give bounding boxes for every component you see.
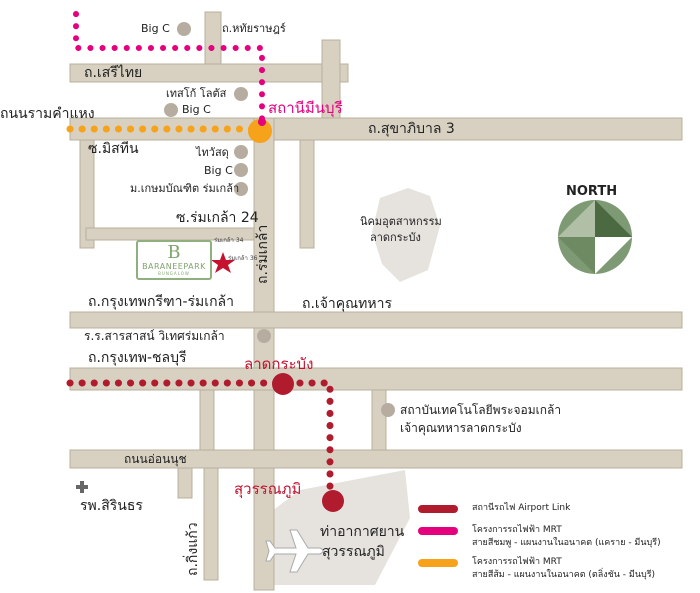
kmitl-dot [381,403,395,417]
thaiwatsadu-dot [234,145,248,159]
road-label-king-kaeo: ถ.กิ่งแก้ว [185,522,201,576]
station-label-min-buri: สถานีมีนบุรี [268,99,343,117]
road-right-vertical [299,139,315,249]
road-label-mistin: ซ.มิสทีน [88,141,139,157]
logo-sub: BUNGALOW [158,271,190,276]
landmark-dots [164,22,395,417]
road-krungthep-chonburi [69,367,683,391]
road-king-kaeo [203,467,219,581]
road-label-romklao-36: ร่มเกล้า 36 [228,255,258,262]
place-airport-1: ท่าอากาศยาน [320,524,405,540]
place-industrial-estate-1: นิคมอุตสาหกรรม [360,215,442,228]
road-krungthep-kreetha [69,311,683,329]
road-label-romklao-34: ร่มเกล้า 34 [214,237,244,244]
north-compass-icon [558,200,632,274]
road-on-nut [69,449,683,469]
road-on-nut-soi [177,467,193,499]
station-label-suvarnabhumi: สุวรรณภูมิ [234,480,302,498]
baraneepark-logo: B BARANEEPARK BUNGALOW [136,240,212,280]
suvarnabhumi-station-marker [322,490,344,512]
place-kmitl-1: สถาบันเทคโนโลยีพระจอมเกล้า [400,403,562,417]
min-buri-station-pink-dot [258,118,266,126]
legend-text-orange-line: โครงการรถไฟฟ้า MRT สายสีส้ม - แผนงานในอน… [472,557,656,580]
tesco-dot [234,87,248,101]
road-label-krungthep-chonburi: ถ.กรุงเทพ-ชลบุรี [88,350,187,366]
road-label-on-nut: ถนนอ่อนนุช [124,452,187,466]
place-big-c-top: Big C [141,22,170,35]
big-c-low-dot [234,163,248,177]
place-school: ร.ร.สารสาสน์ วิเทศร่มเกล้า [84,329,225,343]
road-label-sukhaphiban-3: ถ.สุขาภิบาล 3 [368,121,455,137]
road-label-chao-khun-thahan: ถ.เจ้าคุณทหาร [302,296,392,312]
place-industrial-estate-2: ลาดกระบัง [370,231,421,244]
big-c-top-dot [177,22,191,36]
road-soi-lower [199,389,215,451]
hospital-cross-icon [76,481,88,493]
place-kmitl-2: เจ้าคุณทหารลาดกระบัง [400,421,522,435]
airport-link-line [66,379,334,504]
legend-item-pink-line: โครงการรถไฟฟ้า MRT สายสีชมพู - แผนงานในอ… [418,524,661,550]
road-label-seri-thai: ถ.เสรีไทย [84,65,143,81]
place-hathairat: ถ.หทัยราษฎร์ [222,22,286,35]
road-label-krungthep-kreetha: ถ.กรุงเทพกรีฑา-ร่มเกล้า [88,294,234,310]
road-network [69,11,683,591]
road-romklao [253,117,275,591]
project-location-star-icon [211,252,235,273]
logo-name: BARANEEPARK [142,262,206,271]
lat-krabang-station-marker [272,373,294,395]
place-airport-2: สุวรรณภูมิ [322,544,385,560]
legend-swatch-pink [418,527,458,535]
legend-text-pink-line: โครงการรถไฟฟ้า MRT สายสีชมพู - แผนงานในอ… [472,525,661,548]
industrial-estate-zone [372,188,440,282]
big-c-mid-dot [164,103,178,117]
road-label-ramkhamhaeng: ถนนรามคำแหง [0,106,95,122]
road-hathairat [204,11,222,65]
road-mistin [79,139,95,249]
school-dot [257,329,271,343]
min-buri-station-marker [248,119,272,143]
kasem-bundit-dot [234,182,248,196]
station-label-lat-krabang: ลาดกระบัง [244,355,314,373]
legend-item-airport-link: สถานีรถไฟ Airport Link [418,502,570,515]
place-thaiwatsadu: ไทวัสดุ [196,146,229,159]
compass-label: NORTH [566,184,618,199]
road-label-romklao-24: ซ.ร่มเกล้า 24 [176,210,259,226]
road-label-romklao: ถ.ร่มเกล้า [255,224,271,284]
place-tesco: เทสโก้ โลตัส [166,87,227,100]
place-kasem-bundit: ม.เกษมบัณฑิต ร่มเกล้า [130,182,240,195]
legend-text-airport-link: สถานีรถไฟ Airport Link [472,503,571,513]
road-soi-kmitl [371,389,387,451]
legend-swatch-red [418,505,458,513]
airplane-icon [265,529,324,573]
place-big-c-low: Big C [204,164,233,177]
legend-item-orange-line: โครงการรถไฟฟ้า MRT สายสีส้ม - แผนงานในอน… [418,556,655,582]
place-hospital: รพ.สิรินธร [80,498,143,514]
legend-swatch-orange [418,559,458,567]
place-big-c-mid: Big C [182,103,211,116]
logo-mark: B [167,242,181,263]
